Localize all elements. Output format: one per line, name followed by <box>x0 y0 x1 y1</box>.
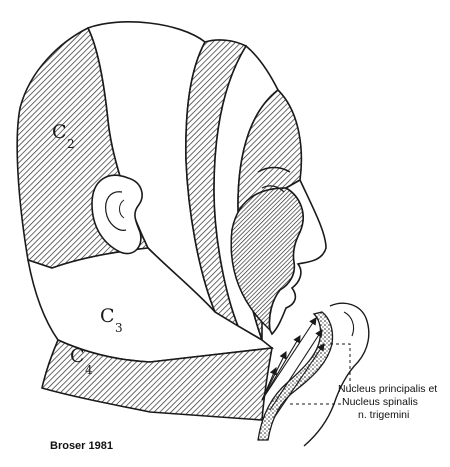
annotation-line-3: n. trigemini <box>358 409 409 421</box>
eye-detail <box>257 166 291 193</box>
annotation-line-2: Nucleus spinalis <box>342 396 418 408</box>
brainstem-inner <box>343 311 355 337</box>
nose-profile <box>268 178 327 336</box>
label-c2: C 2 <box>52 121 75 151</box>
leader-lines <box>290 343 351 405</box>
c2-sub: 2 <box>67 137 75 151</box>
label-c3: C 3 <box>100 305 123 335</box>
label-c4: C 4 <box>70 345 93 377</box>
c2-letter: C <box>52 121 67 143</box>
projection-arrows <box>261 317 325 419</box>
c4-sub: 4 <box>85 363 93 377</box>
c4-zone <box>41 338 273 421</box>
c4-letter: C <box>70 345 85 367</box>
annotation-line-1: Nucleus principalis et <box>338 383 437 395</box>
ear-outline <box>91 174 143 255</box>
c3-letter: C <box>100 305 115 327</box>
source-credit: Broser 1981 <box>50 440 113 452</box>
nucleus-annotation: Nucleus principalis et Nucleus spinalis … <box>338 383 437 421</box>
c3-sub: 3 <box>115 321 123 335</box>
brainstem-outline <box>303 302 370 447</box>
